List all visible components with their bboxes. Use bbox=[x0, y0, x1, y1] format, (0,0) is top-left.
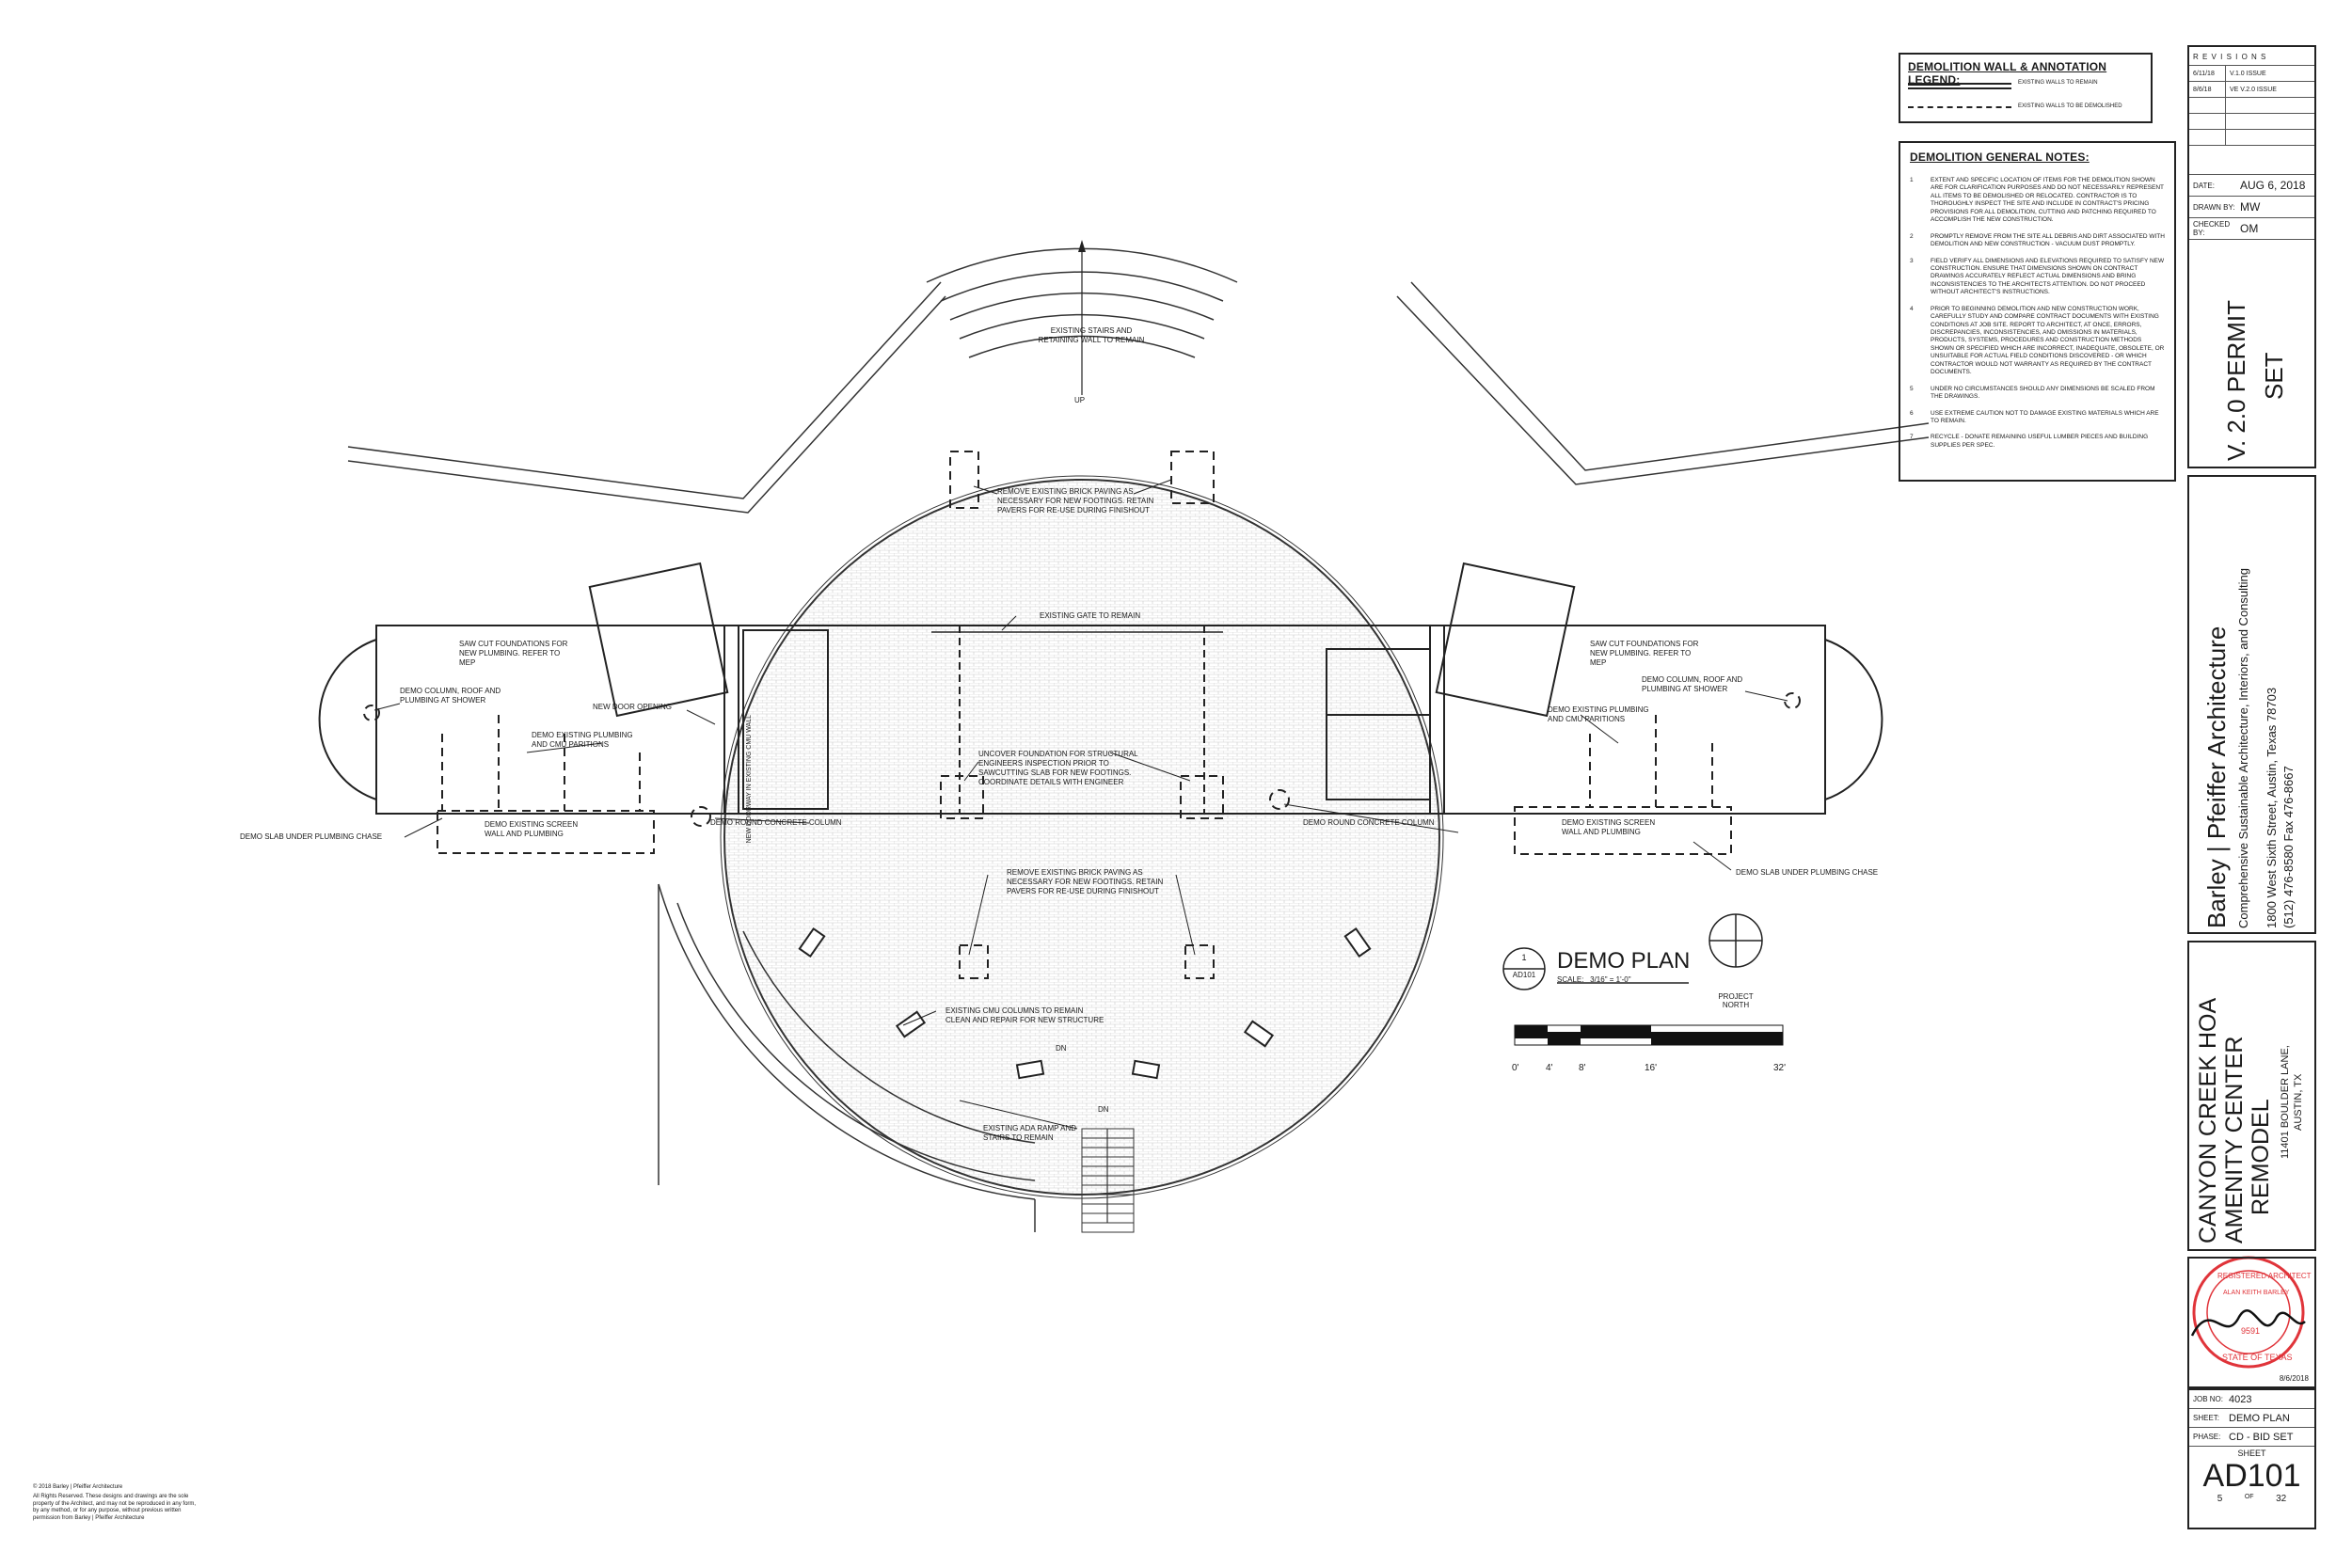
legend-item-remain: EXISTING WALLS TO REMAIN bbox=[2018, 80, 2098, 86]
demo-column-note-right: DEMO COLUMN, ROOF AND PLUMBING AT SHOWER bbox=[1642, 675, 1743, 693]
sheet-number: AD101 bbox=[2202, 1458, 2301, 1494]
uncover-foundation-note: UNCOVER FOUNDATION FOR STRUCTURAL ENGINE… bbox=[978, 750, 1138, 786]
scale-tick-4: 4' bbox=[1546, 1063, 1553, 1073]
stamp-name-text: ALAN KEITH BARLEY bbox=[2223, 1290, 2290, 1296]
stairs-note: EXISTING STAIRS AND RETAINING WALL TO RE… bbox=[1038, 326, 1145, 344]
scale-tick-0: 0' bbox=[1512, 1063, 1519, 1073]
sheet-caption: SHEET bbox=[2237, 1449, 2266, 1458]
project-address1: 11401 BOULDER LANE, bbox=[2280, 1045, 2291, 1159]
project-line1: CANYON CREEK HOA bbox=[2195, 997, 2221, 1243]
job-number-field: JOB NO:4023 bbox=[2189, 1390, 2314, 1409]
revisions-title: R E V I S I O N S bbox=[2193, 53, 2267, 61]
dn-label-1: DN bbox=[1056, 1044, 1067, 1053]
cmu-columns-note: EXISTING CMU COLUMNS TO REMAIN CLEAN AND… bbox=[946, 1006, 1104, 1024]
cmu-columns bbox=[798, 927, 1372, 1080]
firm-block: Barley | Pfeiffer Architecture Comprehen… bbox=[2187, 475, 2316, 934]
demo-slab-note-right: DEMO SLAB UNDER PLUMBING CHASE bbox=[1736, 868, 1879, 877]
legend-item-demolish: EXISTING WALLS TO BE DEMOLISHED bbox=[2018, 103, 2122, 109]
drawing-title-marker bbox=[1502, 947, 1689, 990]
drawn-by-field: DRAWN BY:MW bbox=[2189, 197, 2314, 218]
remove-brick-note-bottom: REMOVE EXISTING BRICK PAVING AS NECESSAR… bbox=[1007, 868, 1164, 895]
project-line2: AMENITY CENTER bbox=[2221, 1036, 2248, 1243]
scale-tick-8: 8' bbox=[1579, 1063, 1586, 1073]
copyright-line2: All Rights Reserved. These designs and d… bbox=[33, 1493, 197, 1522]
stamp-number: 9591 bbox=[2241, 1326, 2261, 1336]
copyright: © 2018 Barley | Pfeiffer Architecture Al… bbox=[33, 1484, 202, 1523]
up-arrow bbox=[1078, 240, 1086, 395]
stamp-date: 8/6/2018 bbox=[2279, 1374, 2309, 1383]
ada-ramp-arcs bbox=[658, 883, 1036, 1232]
north-label: PROJECT NORTH bbox=[1718, 992, 1754, 1009]
gate-note: EXISTING GATE TO REMAIN bbox=[1040, 611, 1141, 620]
demo-screen-note-right: DEMO EXISTING SCREEN WALL AND PLUMBING bbox=[1562, 818, 1656, 836]
new-door-note: NEW DOOR OPENING bbox=[593, 703, 673, 711]
stamp-bottom-text: STATE OF TEXAS bbox=[2222, 1353, 2293, 1362]
stamp-block: REGISTERED ARCHITECT ALAN KEITH BARLEY 9… bbox=[2187, 1257, 2316, 1388]
legend-solid-swatch bbox=[1908, 83, 2011, 89]
remove-brick-note-top: REMOVE EXISTING BRICK PAVING AS NECESSAR… bbox=[997, 487, 1154, 515]
ada-ramp-note: EXISTING ADA RAMP AND STAIRS TO REMAIN bbox=[983, 1124, 1076, 1142]
permit-set-line2: SET bbox=[2260, 352, 2288, 400]
sheet-info-block: JOB NO:4023 SHEET:DEMO PLAN PHASE:CD - B… bbox=[2187, 1388, 2316, 1529]
demolish-walls bbox=[363, 451, 1801, 979]
round-column-note-left: DEMO ROUND CONCRETE COLUMN bbox=[710, 818, 842, 827]
firm-address: 1800 West Sixth Street, Austin, Texas 78… bbox=[2265, 687, 2279, 928]
firm-phone: (512) 476-8580 Fax 476-8667 bbox=[2281, 766, 2296, 928]
notes-title: DEMOLITION GENERAL NOTES: bbox=[1910, 150, 2090, 164]
date-field: DATE:AUG 6, 2018 bbox=[2189, 175, 2314, 197]
project-line3: REMODEL bbox=[2248, 1099, 2274, 1215]
project-block: CANYON CREEK HOA AMENITY CENTER REMODEL … bbox=[2187, 941, 2316, 1251]
scale-tick-16: 16' bbox=[1645, 1063, 1658, 1073]
scale-tick-32: 32' bbox=[1773, 1063, 1787, 1073]
down-stairs bbox=[1081, 1128, 1135, 1233]
demo-plumbing-note-right: DEMO EXISTING PLUMBING AND CMU PARITIONS bbox=[1548, 705, 1649, 723]
sheet-name-field: SHEET:DEMO PLAN bbox=[2189, 1409, 2314, 1428]
round-column-note-right: DEMO ROUND CONCRETE COLUMN bbox=[1303, 818, 1435, 827]
graphic-scale bbox=[1514, 1024, 1784, 1046]
legend-dashed-swatch bbox=[1908, 106, 2011, 108]
plaza-paving bbox=[720, 475, 1444, 1199]
demo-slab-note-left: DEMO SLAB UNDER PLUMBING CHASE bbox=[240, 832, 383, 841]
stamp-top-text: REGISTERED ARCHITECT bbox=[2217, 1272, 2312, 1280]
project-address2: AUSTIN, TX bbox=[2293, 1073, 2304, 1131]
north-arrow bbox=[1708, 913, 1763, 968]
firm-name: Barley | Pfeiffer Architecture bbox=[2202, 626, 2231, 928]
new-doorway-note: NEW DOORWAY IN EXISTING CMU WALL bbox=[746, 715, 753, 844]
firm-tagline: Comprehensive Sustainable Architecture, … bbox=[2236, 568, 2250, 928]
permit-set-line1: V. 2.0 PERMIT bbox=[2222, 300, 2250, 461]
drawing-scale: SCALE: 3/16" = 1'-0" bbox=[1557, 975, 1631, 984]
up-label: UP bbox=[1074, 396, 1086, 404]
retaining-walls bbox=[347, 247, 1930, 514]
saw-cut-note-left: SAW CUT FOUNDATIONS FOR NEW PLUMBING. RE… bbox=[459, 640, 568, 667]
demo-screen-note-left: DEMO EXISTING SCREEN WALL AND PLUMBING bbox=[485, 820, 579, 838]
drawing-title: DEMO PLAN bbox=[1557, 948, 1691, 974]
checked-by-field: CHECKED BY:OM bbox=[2189, 218, 2314, 240]
dn-label-2: DN bbox=[1098, 1105, 1109, 1114]
phase-field: PHASE:CD - BID SET bbox=[2189, 1428, 2314, 1447]
page-count: 5 OF 32 bbox=[2217, 1494, 2287, 1504]
detail-sheet-ref: AD101 bbox=[1512, 971, 1536, 979]
saw-cut-note-right: SAW CUT FOUNDATIONS FOR NEW PLUMBING. RE… bbox=[1590, 640, 1699, 667]
demo-column-note-left: DEMO COLUMN, ROOF AND PLUMBING AT SHOWER bbox=[400, 687, 501, 705]
leader-lines bbox=[373, 479, 1788, 1130]
copyright-line1: © 2018 Barley | Pfeiffer Architecture bbox=[33, 1484, 123, 1490]
demolition-legend: DEMOLITION WALL & ANNOTATION LEGEND: EXI… bbox=[1899, 53, 2153, 123]
detail-number: 1 bbox=[1521, 953, 1527, 962]
demo-plumbing-note-left: DEMO EXISTING PLUMBING AND CMU PARITIONS bbox=[532, 731, 633, 749]
